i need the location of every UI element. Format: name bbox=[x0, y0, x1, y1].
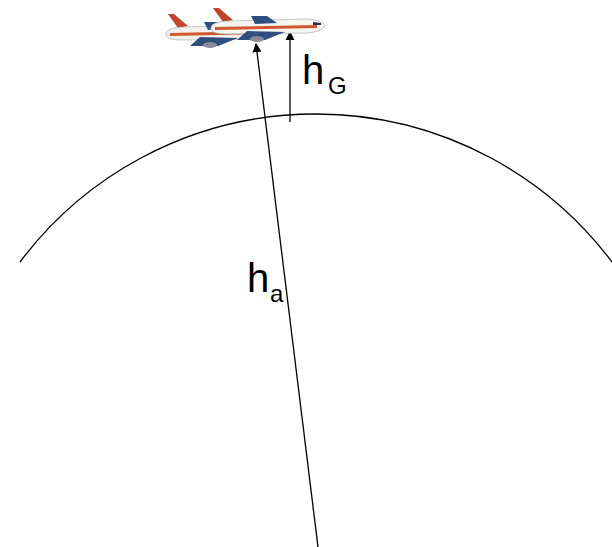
subscript-letter: a bbox=[270, 282, 283, 306]
subscript-letter: G bbox=[328, 74, 347, 98]
airplane-icon bbox=[166, 8, 325, 48]
earth-surface bbox=[20, 114, 612, 262]
geometric-altitude-arrow bbox=[289, 32, 290, 122]
variable-letter: h bbox=[302, 50, 324, 90]
variable-letter: h bbox=[247, 258, 269, 298]
